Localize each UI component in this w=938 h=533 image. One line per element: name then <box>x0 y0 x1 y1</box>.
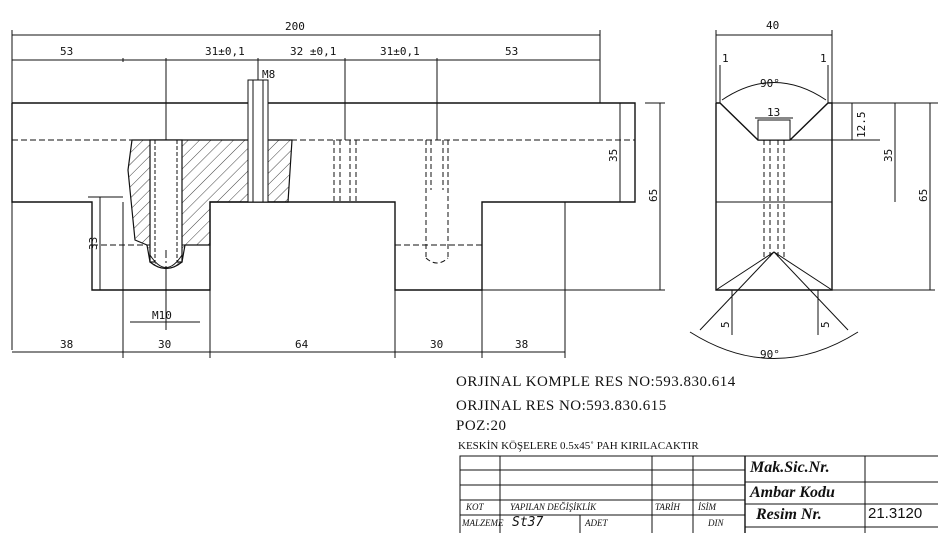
material-value: St37 <box>512 515 544 530</box>
label-mak-sic-nr: Mak.Sic.Nr. <box>750 459 830 476</box>
note-komple-res-no: ORJINAL KOMPLE RES NO:593.830.614 <box>456 374 736 390</box>
dim-bot4: 30 <box>430 338 443 351</box>
dim-overall: 200 <box>285 20 305 33</box>
front-view <box>11 30 665 358</box>
dim-bot3: 64 <box>295 338 309 351</box>
dim-side-height-65: 65 <box>917 189 930 202</box>
note-res-no: ORJINAL RES NO:593.830.615 <box>456 398 667 414</box>
dim-bot2: 30 <box>158 338 171 351</box>
side-view <box>689 30 938 359</box>
dim-chamfer-right: 5 <box>819 321 832 328</box>
dim-side-height-35: 35 <box>882 149 895 162</box>
label-resim-nr: Resim Nr. <box>756 506 822 523</box>
dim-bot5: 38 <box>515 338 528 351</box>
dim-seg5: 53 <box>505 45 518 58</box>
dim-edge-left: 1 <box>722 52 729 65</box>
dim-side-width: 40 <box>766 19 779 32</box>
dim-height-35: 35 <box>607 149 620 162</box>
dim-seg2: 31±0,1 <box>205 45 245 58</box>
dim-edge-right: 1 <box>820 52 827 65</box>
note-poz: POZ:20 <box>456 418 507 434</box>
label-din: DIN <box>708 518 724 528</box>
label-malzeme: MALZEME <box>462 518 504 528</box>
label-adet: ADET <box>585 518 608 528</box>
resim-nr-value: 21.3120 <box>868 505 923 522</box>
dim-depth: 12.5 <box>855 112 868 139</box>
dim-angle-top: 90° <box>760 77 780 90</box>
dim-height-65: 65 <box>647 189 660 202</box>
label-isim: İSİM <box>698 502 716 512</box>
note-chamfer: KESKİN KÖŞELERE 0.5x45˚ PAH KIRILACAKTIR <box>458 440 699 452</box>
label-yapilan-degisiklik: YAPILAN DEĞİŞİKLİK <box>510 502 597 512</box>
title-block-grid <box>459 455 938 533</box>
dim-angle-bottom: 90° <box>760 348 780 361</box>
dim-chamfer-left: 5 <box>719 321 732 328</box>
label-tarih: TARİH <box>655 502 680 512</box>
label-ambar-kodu: Ambar Kodu <box>750 484 835 501</box>
dim-slot: 13 <box>767 106 780 119</box>
dim-seg3: 32 ±0,1 <box>290 45 336 58</box>
dim-bot1: 38 <box>60 338 73 351</box>
dim-thread-m10: M10 <box>152 309 172 322</box>
dim-seg1: 53 <box>60 45 73 58</box>
dim-seg4: 31±0,1 <box>380 45 420 58</box>
label-kot: KOT <box>466 502 484 512</box>
dim-thread-m8: M8 <box>262 68 275 81</box>
dim-height-33: 33 <box>87 237 100 250</box>
